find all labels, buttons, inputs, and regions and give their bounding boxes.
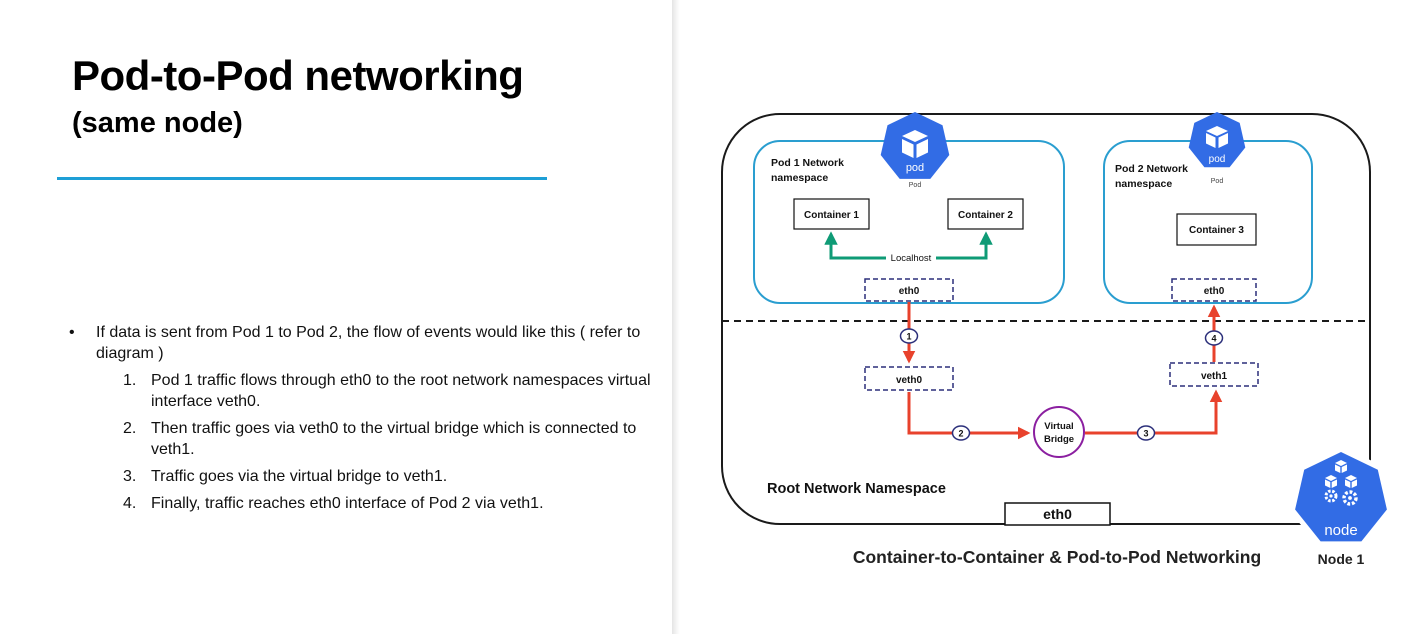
step-item: 3. Traffic goes via the virtual bridge t… (123, 466, 668, 487)
step-marker-label: 1 (906, 332, 911, 342)
step-number: 2. (123, 420, 137, 437)
virtual-bridge (1033, 406, 1085, 458)
kubernetes-pod-icon: pod (1188, 112, 1246, 168)
pod1-eth0-interface (864, 278, 954, 302)
kubernetes-pod-icon: pod (880, 112, 950, 179)
panel-divider (672, 0, 680, 634)
step-item: 1. Pod 1 traffic flows through eth0 to t… (123, 370, 668, 412)
pod2-caption: Pod (1211, 178, 1224, 185)
container1-box (793, 198, 870, 230)
bullet-item: • If data is sent from Pod 1 to Pod 2, t… (68, 322, 668, 364)
bullet-text: If data is sent from Pod 1 to Pod 2, the… (96, 324, 641, 362)
bullet-list: • If data is sent from Pod 1 to Pod 2, t… (68, 322, 668, 520)
node-eth0-label: eth0 (1043, 506, 1072, 522)
localhost-label: Localhost (891, 253, 932, 264)
step-list: 1. Pod 1 traffic flows through eth0 to t… (68, 370, 668, 514)
step-text: Then traffic goes via veth0 to the virtu… (151, 420, 637, 458)
diagram-panel (680, 0, 1426, 634)
container1-label: Container 1 (804, 210, 859, 221)
flow-arrow-bridge-to-veth1 (1085, 389, 1223, 435)
step-text: Traffic goes via the virtual bridge to v… (151, 468, 448, 485)
title-underline (57, 177, 547, 180)
step-number: 4. (123, 495, 137, 512)
container2-label: Container 2 (958, 210, 1013, 221)
diagram-caption: Container-to-Container & Pod-to-Pod Netw… (853, 547, 1261, 567)
virtual-bridge-label: Bridge (1044, 434, 1074, 445)
slide-subtitle: (same node) (72, 107, 243, 139)
step-marker-label: 4 (1211, 334, 1216, 344)
container2-box (947, 198, 1024, 230)
step-marker-label: 3 (1143, 429, 1148, 439)
pod-badge-label: pod (906, 162, 924, 174)
step-number: 1. (123, 372, 137, 389)
kubernetes-node-icon: node (1289, 446, 1393, 547)
step-text: Pod 1 traffic flows through eth0 to the … (151, 372, 651, 410)
pod2-namespace-label: namespace (1115, 178, 1172, 190)
veth1-interface (1169, 362, 1259, 387)
slide-title: Pod-to-Pod networking (72, 52, 524, 99)
step-marker-label: 2 (958, 429, 963, 439)
node-badge-label: node (1324, 522, 1357, 539)
pod1-namespace-label: Pod 1 Network (771, 157, 844, 169)
veth0-interface (864, 366, 954, 391)
step-number: 3. (123, 468, 137, 485)
bullet-marker: • (69, 324, 75, 341)
root-namespace-label: Root Network Namespace (767, 481, 946, 497)
veth1-label: veth1 (1201, 371, 1228, 382)
step-marker-1: 1 (899, 328, 919, 344)
pod2-eth0-label: eth0 (1204, 286, 1225, 297)
pod2-eth0-interface (1171, 278, 1257, 302)
veth0-label: veth0 (896, 375, 923, 386)
flow-arrow-veth0-to-bridge (907, 392, 1031, 440)
pod1-caption: Pod (909, 182, 922, 189)
virtual-bridge-label: Virtual (1044, 421, 1073, 432)
step-item: 2. Then traffic goes via veth0 to the vi… (123, 418, 668, 460)
node-eth0-interface (1004, 502, 1111, 526)
pod1-namespace-label: namespace (771, 172, 828, 184)
pod1-eth0-label: eth0 (899, 286, 920, 297)
container3-box (1176, 213, 1257, 246)
step-text: Finally, traffic reaches eth0 interface … (151, 495, 544, 512)
step-marker-4: 4 (1204, 330, 1224, 346)
step-marker-2: 2 (951, 425, 971, 441)
step-marker-3: 3 (1136, 425, 1156, 441)
node-caption: Node 1 (1318, 551, 1365, 567)
text-panel: Pod-to-Pod networking (same node) • If d… (0, 0, 672, 634)
step-item: 4. Finally, traffic reaches eth0 interfa… (123, 493, 668, 514)
pod-badge-label: pod (1209, 154, 1226, 165)
container3-label: Container 3 (1189, 225, 1244, 236)
pod2-namespace-label: Pod 2 Network (1115, 163, 1188, 175)
